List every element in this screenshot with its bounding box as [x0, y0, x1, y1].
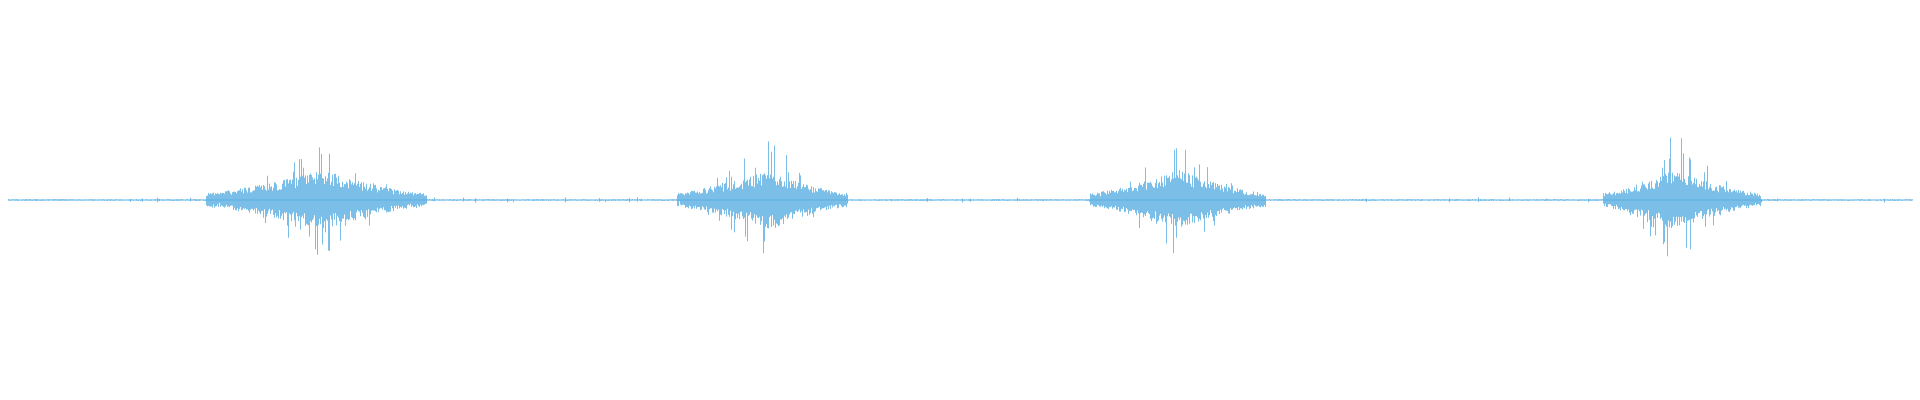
waveform-trace: [8, 137, 1913, 257]
waveform-burst-4: [1598, 110, 1769, 290]
waveform-burst-3: [1084, 110, 1274, 290]
waveform-burst-1: [198, 110, 436, 290]
waveform-series: [8, 110, 1913, 290]
waveform-burst-2: [671, 110, 856, 290]
